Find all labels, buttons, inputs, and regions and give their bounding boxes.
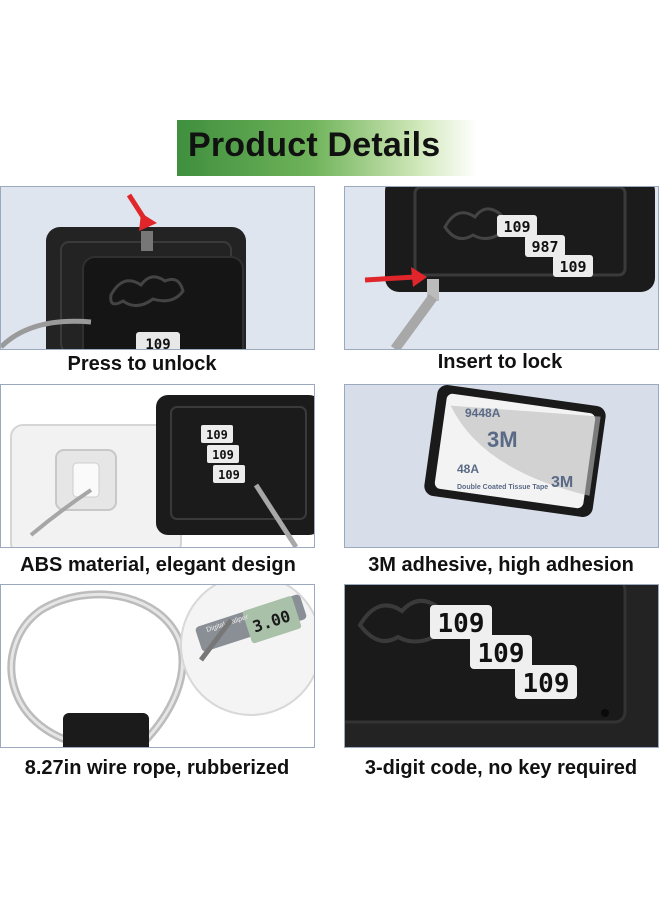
unlock-dial: 109 (145, 337, 170, 349)
caption-abs-material: ABS material, elegant design (20, 554, 296, 576)
caption-3-digit-code: 3-digit code, no key required (364, 757, 638, 779)
insert-to-lock-illustration: 109 987 109 (364, 187, 655, 349)
dial-1: 109 (438, 609, 485, 639)
tape-label-1: 9448A (465, 406, 501, 420)
tape-label-2: 3M (487, 427, 518, 452)
panel-wire-rope: 3.00 Digital Caliper (0, 584, 315, 748)
abs-material-illustration: 109 109 109 (10, 395, 314, 547)
3m-adhesive-illustration: 9448A 3M 48A 3M Double Coated Tissue Tap… (424, 385, 606, 517)
panel-press-to-unlock: 109 (0, 186, 315, 350)
3-digit-code-illustration: 109 109 109 (345, 585, 658, 747)
dial-2: 109 (212, 448, 234, 462)
panel-3-digit-code: 109 109 109 (344, 584, 659, 748)
tape-label-3: 48A (457, 462, 479, 476)
arrow-head-icon (411, 267, 427, 287)
arrow-icon (364, 274, 416, 283)
tape-label-4: 3M (551, 474, 573, 491)
caption-press-to-unlock: Press to unlock (67, 353, 217, 375)
page-title: Product Details (188, 126, 441, 164)
dial-3: 109 (559, 258, 586, 276)
dial-3: 109 (523, 669, 570, 699)
wire-rope-illustration: 3.00 Digital Caliper (7, 585, 314, 747)
arrow-head-icon (139, 213, 157, 231)
panel-3m-adhesive: 9448A 3M 48A 3M Double Coated Tissue Tap… (344, 384, 659, 548)
caption-wire-rope: 8.27in wire rope, rubberized (24, 757, 290, 779)
dial-1: 109 (206, 428, 228, 442)
caption-insert-to-lock: Insert to lock (437, 351, 563, 373)
dial-3: 109 (218, 468, 240, 482)
dial-2: 987 (531, 238, 558, 256)
tape-label-5: Double Coated Tissue Tape (457, 484, 548, 491)
dial-2: 109 (478, 639, 525, 669)
caption-3m-adhesive: 3M adhesive, high adhesion (368, 554, 634, 576)
dial-1: 109 (503, 218, 530, 236)
press-to-unlock-illustration: 109 (1, 193, 246, 349)
panel-insert-to-lock: 109 987 109 (344, 186, 659, 350)
panel-abs-material: 109 109 109 (0, 384, 315, 548)
title-banner (177, 120, 477, 176)
